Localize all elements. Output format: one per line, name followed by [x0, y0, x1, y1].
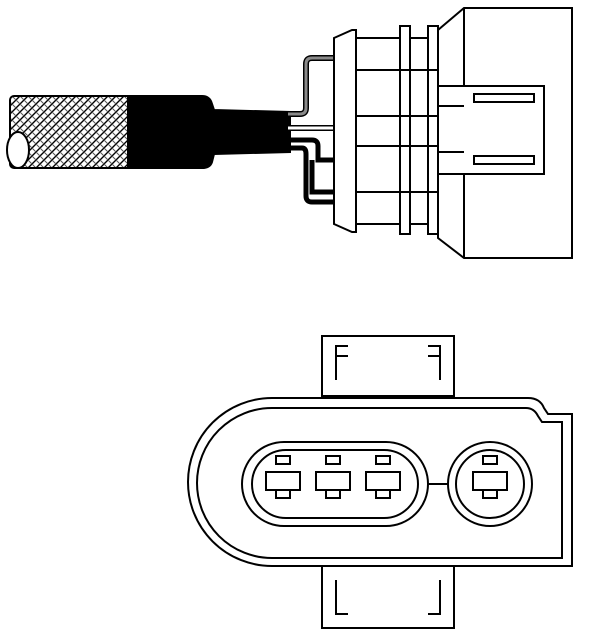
connector-face-view	[187, 335, 573, 629]
braided-cable	[6, 95, 141, 169]
pin-2	[315, 455, 351, 499]
housing-rib-2	[427, 25, 439, 235]
latch-tab-bottom	[321, 565, 455, 629]
pin-group-3	[241, 441, 429, 527]
housing-flange	[333, 29, 357, 233]
connector-housing-side	[333, 7, 573, 259]
connector-side-view	[6, 7, 573, 259]
wire-black-2	[288, 145, 334, 205]
wires	[288, 55, 334, 205]
wire-grey	[288, 55, 334, 117]
housing-rib-1	[399, 25, 411, 235]
cable-sleeve	[127, 95, 291, 169]
housing-body	[355, 37, 401, 225]
wire-black-1	[288, 137, 334, 163]
cable-end	[6, 131, 30, 169]
pin-4	[472, 455, 508, 499]
latch-tab-top	[321, 335, 455, 397]
pin-1	[265, 455, 301, 499]
pin-3	[365, 455, 401, 499]
pin-group-1	[447, 441, 533, 527]
